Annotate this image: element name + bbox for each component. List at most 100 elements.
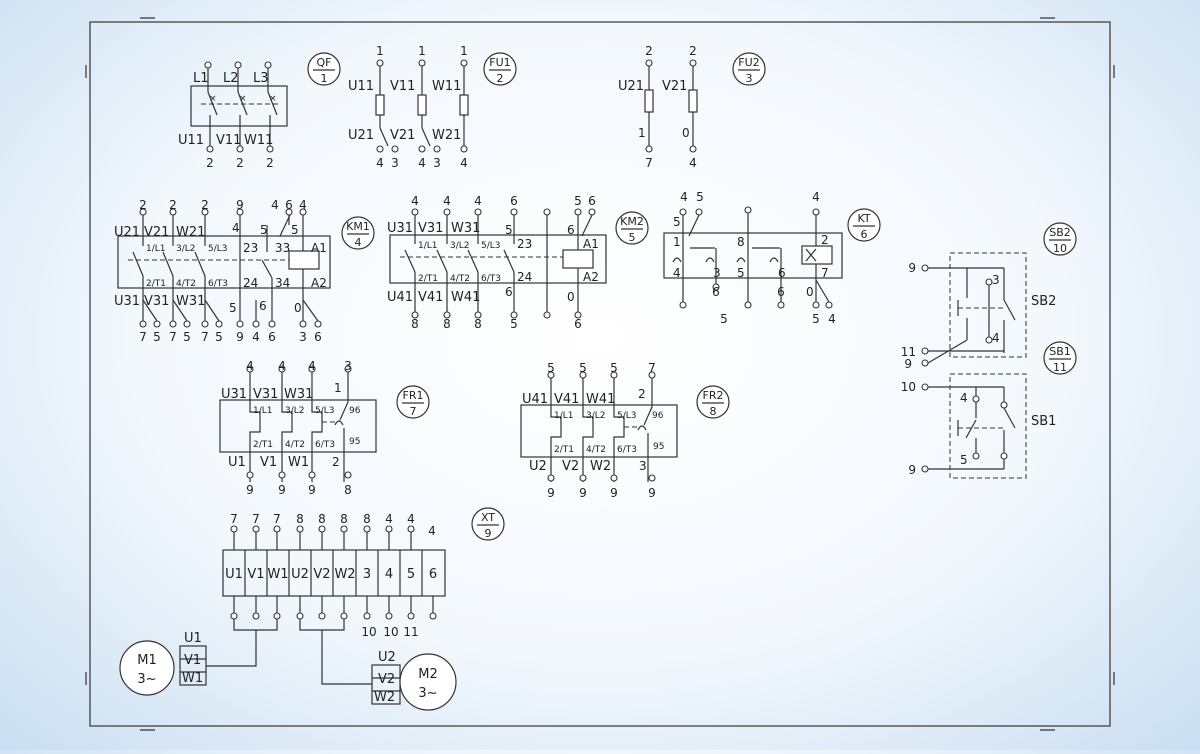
fr1-inner-bottom: 2 bbox=[332, 455, 340, 469]
xt-top-wire-2: 7 bbox=[252, 512, 260, 526]
sb1-wire-10: 10 bbox=[901, 380, 916, 394]
km2-line-2: V31 bbox=[418, 221, 443, 236]
sb2-wire-9a: 9 bbox=[908, 261, 916, 275]
km2-load-3: W41 bbox=[451, 290, 480, 305]
km2-bottom-wire-5: 6 bbox=[574, 317, 582, 331]
fr2-top-wire-1: 5 bbox=[547, 361, 555, 375]
kt-top-wire-2: 5 bbox=[696, 190, 704, 204]
km2-bottom-wire-4: 5 bbox=[510, 317, 518, 331]
fu1-wire-2a: 4 bbox=[418, 156, 426, 170]
fr2-load-3: W2 bbox=[590, 459, 611, 474]
sb2-label: SB2 bbox=[1031, 294, 1056, 309]
fu2-top-wire-2: 2 bbox=[689, 44, 697, 58]
fu1-top-wire-1: 1 bbox=[376, 44, 384, 58]
km1-pin-5: 5/L3 bbox=[208, 244, 228, 254]
xt-top-wire-7: 8 bbox=[363, 512, 371, 526]
fr2-bottom-wire-1: 9 bbox=[547, 486, 555, 500]
fr2-line-2: V41 bbox=[554, 392, 579, 407]
fr2-pin-4: 4/T2 bbox=[586, 445, 606, 455]
xt-cell-10: 6 bbox=[429, 567, 437, 582]
kt-bottom-wire-1: 5 bbox=[720, 312, 728, 326]
fu2-fuses: 2 2 U21 V21 1 0 7 4 bbox=[618, 44, 698, 170]
km1-top-wire-3: 2 bbox=[201, 198, 209, 212]
fu1-wire-2b: 3 bbox=[433, 156, 441, 170]
kt-pin-7: 7 bbox=[821, 266, 829, 280]
kt-mid-wire-1: 6 bbox=[712, 285, 720, 299]
km1-aux-24: 24 bbox=[243, 276, 258, 290]
fr2-top-wire-4: 7 bbox=[648, 361, 656, 375]
km1-inner-top-2: 5 bbox=[260, 223, 268, 237]
tag-qf-num: 1 bbox=[321, 72, 328, 85]
fr1-top-wire-1: 4 bbox=[246, 359, 254, 373]
km1-bottom-wire-9: 6 bbox=[268, 330, 276, 344]
xt-cell-3: W1 bbox=[267, 567, 288, 582]
km1-coil-a1: A1 bbox=[311, 241, 327, 255]
kt-pin-3: 3 bbox=[713, 266, 721, 280]
tag-qf-code: QF bbox=[317, 56, 332, 69]
km1-top-wire-5: 4 bbox=[271, 198, 279, 212]
qf-bottom-1: U11 bbox=[178, 133, 204, 148]
km1-bottom-wire-1: 7 bbox=[139, 330, 147, 344]
tag-fu2-code: FU2 bbox=[738, 56, 759, 69]
tag-fr2-code: FR2 bbox=[703, 389, 724, 402]
fr1-pin-2: 2/T1 bbox=[253, 440, 273, 450]
xt-cell-5: V2 bbox=[313, 567, 330, 582]
xt-cell-2: V1 bbox=[247, 567, 264, 582]
tag-fu1: FU1 2 bbox=[483, 52, 517, 86]
qf-bottom-3: W11 bbox=[244, 133, 273, 148]
km2-top-wire-6: 6 bbox=[588, 194, 596, 208]
km2-top-wire-1: 4 bbox=[411, 194, 419, 208]
tag-xt-num: 9 bbox=[485, 527, 492, 540]
km1-inner-bottom-3: 0 bbox=[294, 301, 302, 315]
qf-wire-2: 2 bbox=[236, 156, 244, 170]
fu1-lower-3: W21 bbox=[432, 128, 461, 143]
qf-bottom-2: V11 bbox=[216, 133, 241, 148]
m2-term-v: V2 bbox=[378, 672, 395, 687]
km2-inner-bottom-1: 6 bbox=[505, 285, 513, 299]
fu1-wire-1b: 3 bbox=[391, 156, 399, 170]
fr2-line-1: U41 bbox=[522, 392, 548, 407]
fr1-pin-6: 6/T3 bbox=[315, 440, 335, 450]
km2-bottom-wire-2: 8 bbox=[443, 317, 451, 331]
qf-top-3: L3 bbox=[253, 71, 269, 86]
km2-coil-a1: A1 bbox=[583, 237, 599, 251]
kt-top-wire-3: 4 bbox=[812, 190, 820, 204]
fr1-load-1: U1 bbox=[228, 455, 246, 470]
tag-kt-num: 6 bbox=[861, 228, 868, 241]
xt-cell-9: 5 bbox=[407, 567, 415, 582]
fr2-pin-5: 5/L3 bbox=[617, 411, 637, 421]
m1-term-w: W1 bbox=[182, 671, 203, 686]
km1-load-3: W31 bbox=[176, 294, 205, 309]
m1-term-u: U1 bbox=[184, 631, 202, 646]
km2-aux-23: 23 bbox=[517, 237, 532, 251]
motor-m2: M2 3~ U2 V2 W2 bbox=[371, 650, 457, 711]
km1-coil-a2: A2 bbox=[311, 276, 327, 290]
km1-bottom-wire-2: 5 bbox=[153, 330, 161, 344]
km2-bottom-wire-3: 8 bbox=[474, 317, 482, 331]
tag-kt: KT 6 bbox=[847, 208, 881, 242]
fr2-line-3: W41 bbox=[586, 392, 615, 407]
km1-line-1: U21 bbox=[114, 225, 140, 240]
tag-sb2-code: SB2 bbox=[1049, 226, 1071, 239]
tag-sb1-num: 11 bbox=[1053, 361, 1067, 374]
sb2-wire-9b: 9 bbox=[904, 357, 912, 371]
fr2-pin-2: 2/T1 bbox=[554, 445, 574, 455]
fr1-load-3: W1 bbox=[288, 455, 309, 470]
km1-bottom-wire-10: 3 bbox=[299, 330, 307, 344]
fr2-inner-bottom: 3 bbox=[639, 459, 647, 473]
xt-bottom-wire-3: 11 bbox=[403, 625, 418, 639]
xt-cell-4: U2 bbox=[291, 567, 309, 582]
tag-fr1: FR1 7 bbox=[396, 385, 430, 419]
km1-pin-2: 2/T1 bbox=[146, 279, 166, 289]
tag-fu2-num: 3 bbox=[746, 72, 753, 85]
fr1-pin-96: 96 bbox=[349, 406, 361, 416]
fr2-pin-95: 95 bbox=[653, 442, 664, 452]
fu1-upper-3: W11 bbox=[432, 79, 461, 94]
tag-fr1-code: FR1 bbox=[403, 389, 424, 402]
fr1-line-2: V31 bbox=[253, 387, 278, 402]
fu1-top-wire-2: 1 bbox=[418, 44, 426, 58]
km1-aux-34: 34 bbox=[275, 276, 290, 290]
fu1-upper-2: V11 bbox=[390, 79, 415, 94]
sb2-wire-11: 11 bbox=[901, 345, 916, 359]
fu1-wire-3a: 4 bbox=[460, 156, 468, 170]
